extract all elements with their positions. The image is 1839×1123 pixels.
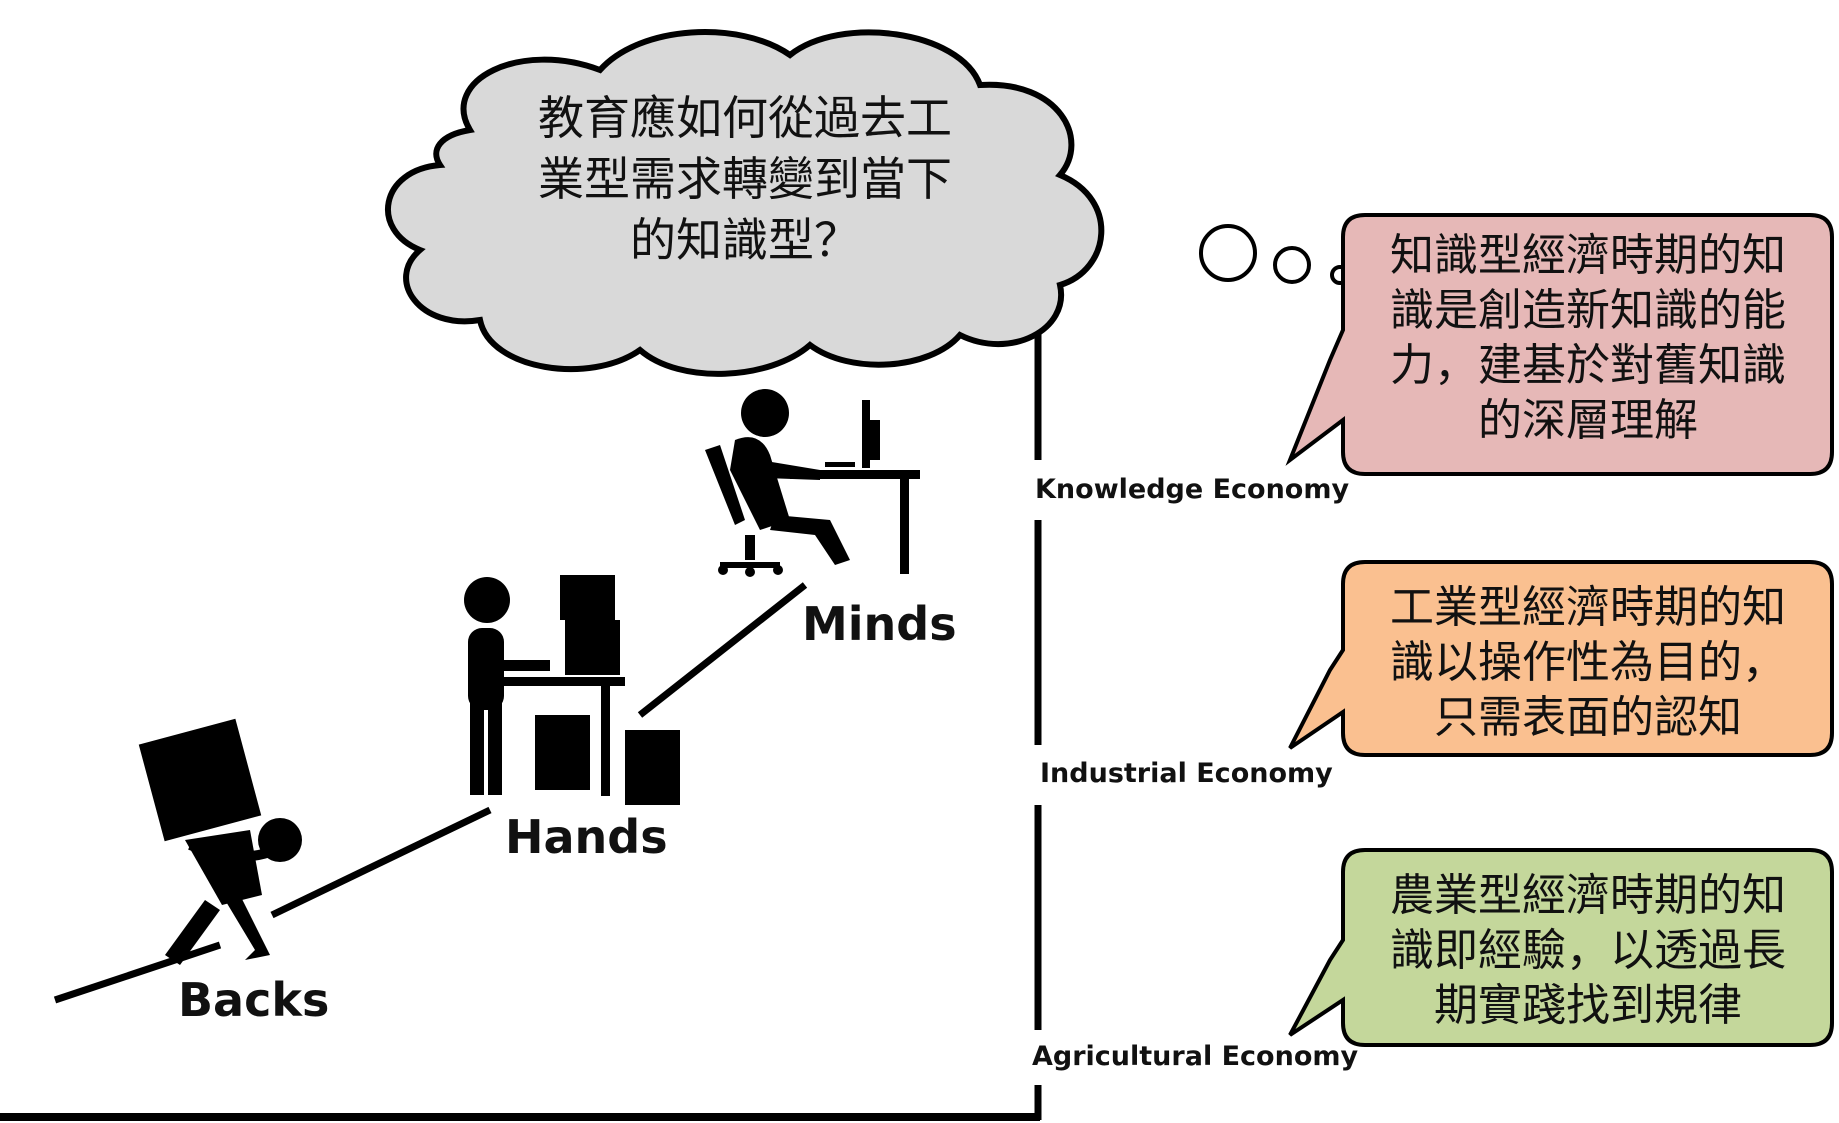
thought-cloud: 教育應如何從過去工 業型需求轉變到當下 的知識型？ <box>385 29 1105 377</box>
callout-agricultural-shape <box>1288 848 1834 1047</box>
callout-knowledge-shape <box>1285 213 1834 476</box>
cloud-line-1: 教育應如何從過去工 <box>538 91 952 145</box>
callout-industrial: 工業型經濟時期的知 識以操作性為目的， 只需表面的認知 <box>1288 560 1834 757</box>
callout-knowledge-line-4: 的深層理解 <box>1478 395 1698 446</box>
person-at-computer-icon <box>705 389 920 577</box>
callout-knowledge-line-3: 力，建基於對舊知識 <box>1390 340 1786 391</box>
callout-knowledge-line-1: 知識型經濟時期的知 <box>1390 230 1786 281</box>
person-carrying-box-icon <box>138 718 302 965</box>
stage-label-hands: Hands <box>505 810 668 864</box>
callout-knowledge: 知識型經濟時期的知 識是創造新知識的能 力，建基於對舊知識 的深層理解 <box>1285 213 1834 476</box>
cloud-line-3: 的知識型？ <box>630 213 860 267</box>
economy-label-agricultural: Agricultural Economy <box>1032 1041 1358 1072</box>
callout-industrial-shape <box>1288 560 1834 757</box>
callout-industrial-line-2: 識以操作性為目的， <box>1390 637 1786 688</box>
slope-line-3 <box>637 582 808 718</box>
callout-agricultural-line-1: 農業型經濟時期的知 <box>1390 870 1786 921</box>
callout-industrial-line-1: 工業型經濟時期的知 <box>1390 582 1786 633</box>
stage-label-minds: Minds <box>802 597 957 651</box>
economy-label-knowledge: Knowledge Economy <box>1035 474 1349 505</box>
callout-agricultural-line-2: 識即經驗，以透過長 <box>1390 925 1786 976</box>
cloud-line-2: 業型需求轉變到當下 <box>538 152 952 206</box>
slope-line-1 <box>53 941 222 1004</box>
thought-dots-icon <box>1199 224 1350 285</box>
economy-label-industrial: Industrial Economy <box>1040 758 1333 789</box>
stage-label-backs: Backs <box>178 973 329 1027</box>
callout-agricultural: 農業型經濟時期的知 識即經驗，以透過長 期實踐找到規律 <box>1288 848 1834 1047</box>
person-at-workbench-icon <box>464 575 680 805</box>
callout-agricultural-line-3: 期實踐找到規律 <box>1434 980 1742 1031</box>
slope-line-2 <box>270 806 492 919</box>
callout-knowledge-line-2: 識是創造新知識的能 <box>1390 285 1786 336</box>
cloud-shape <box>385 29 1105 377</box>
callout-industrial-line-3: 只需表面的認知 <box>1434 692 1742 743</box>
